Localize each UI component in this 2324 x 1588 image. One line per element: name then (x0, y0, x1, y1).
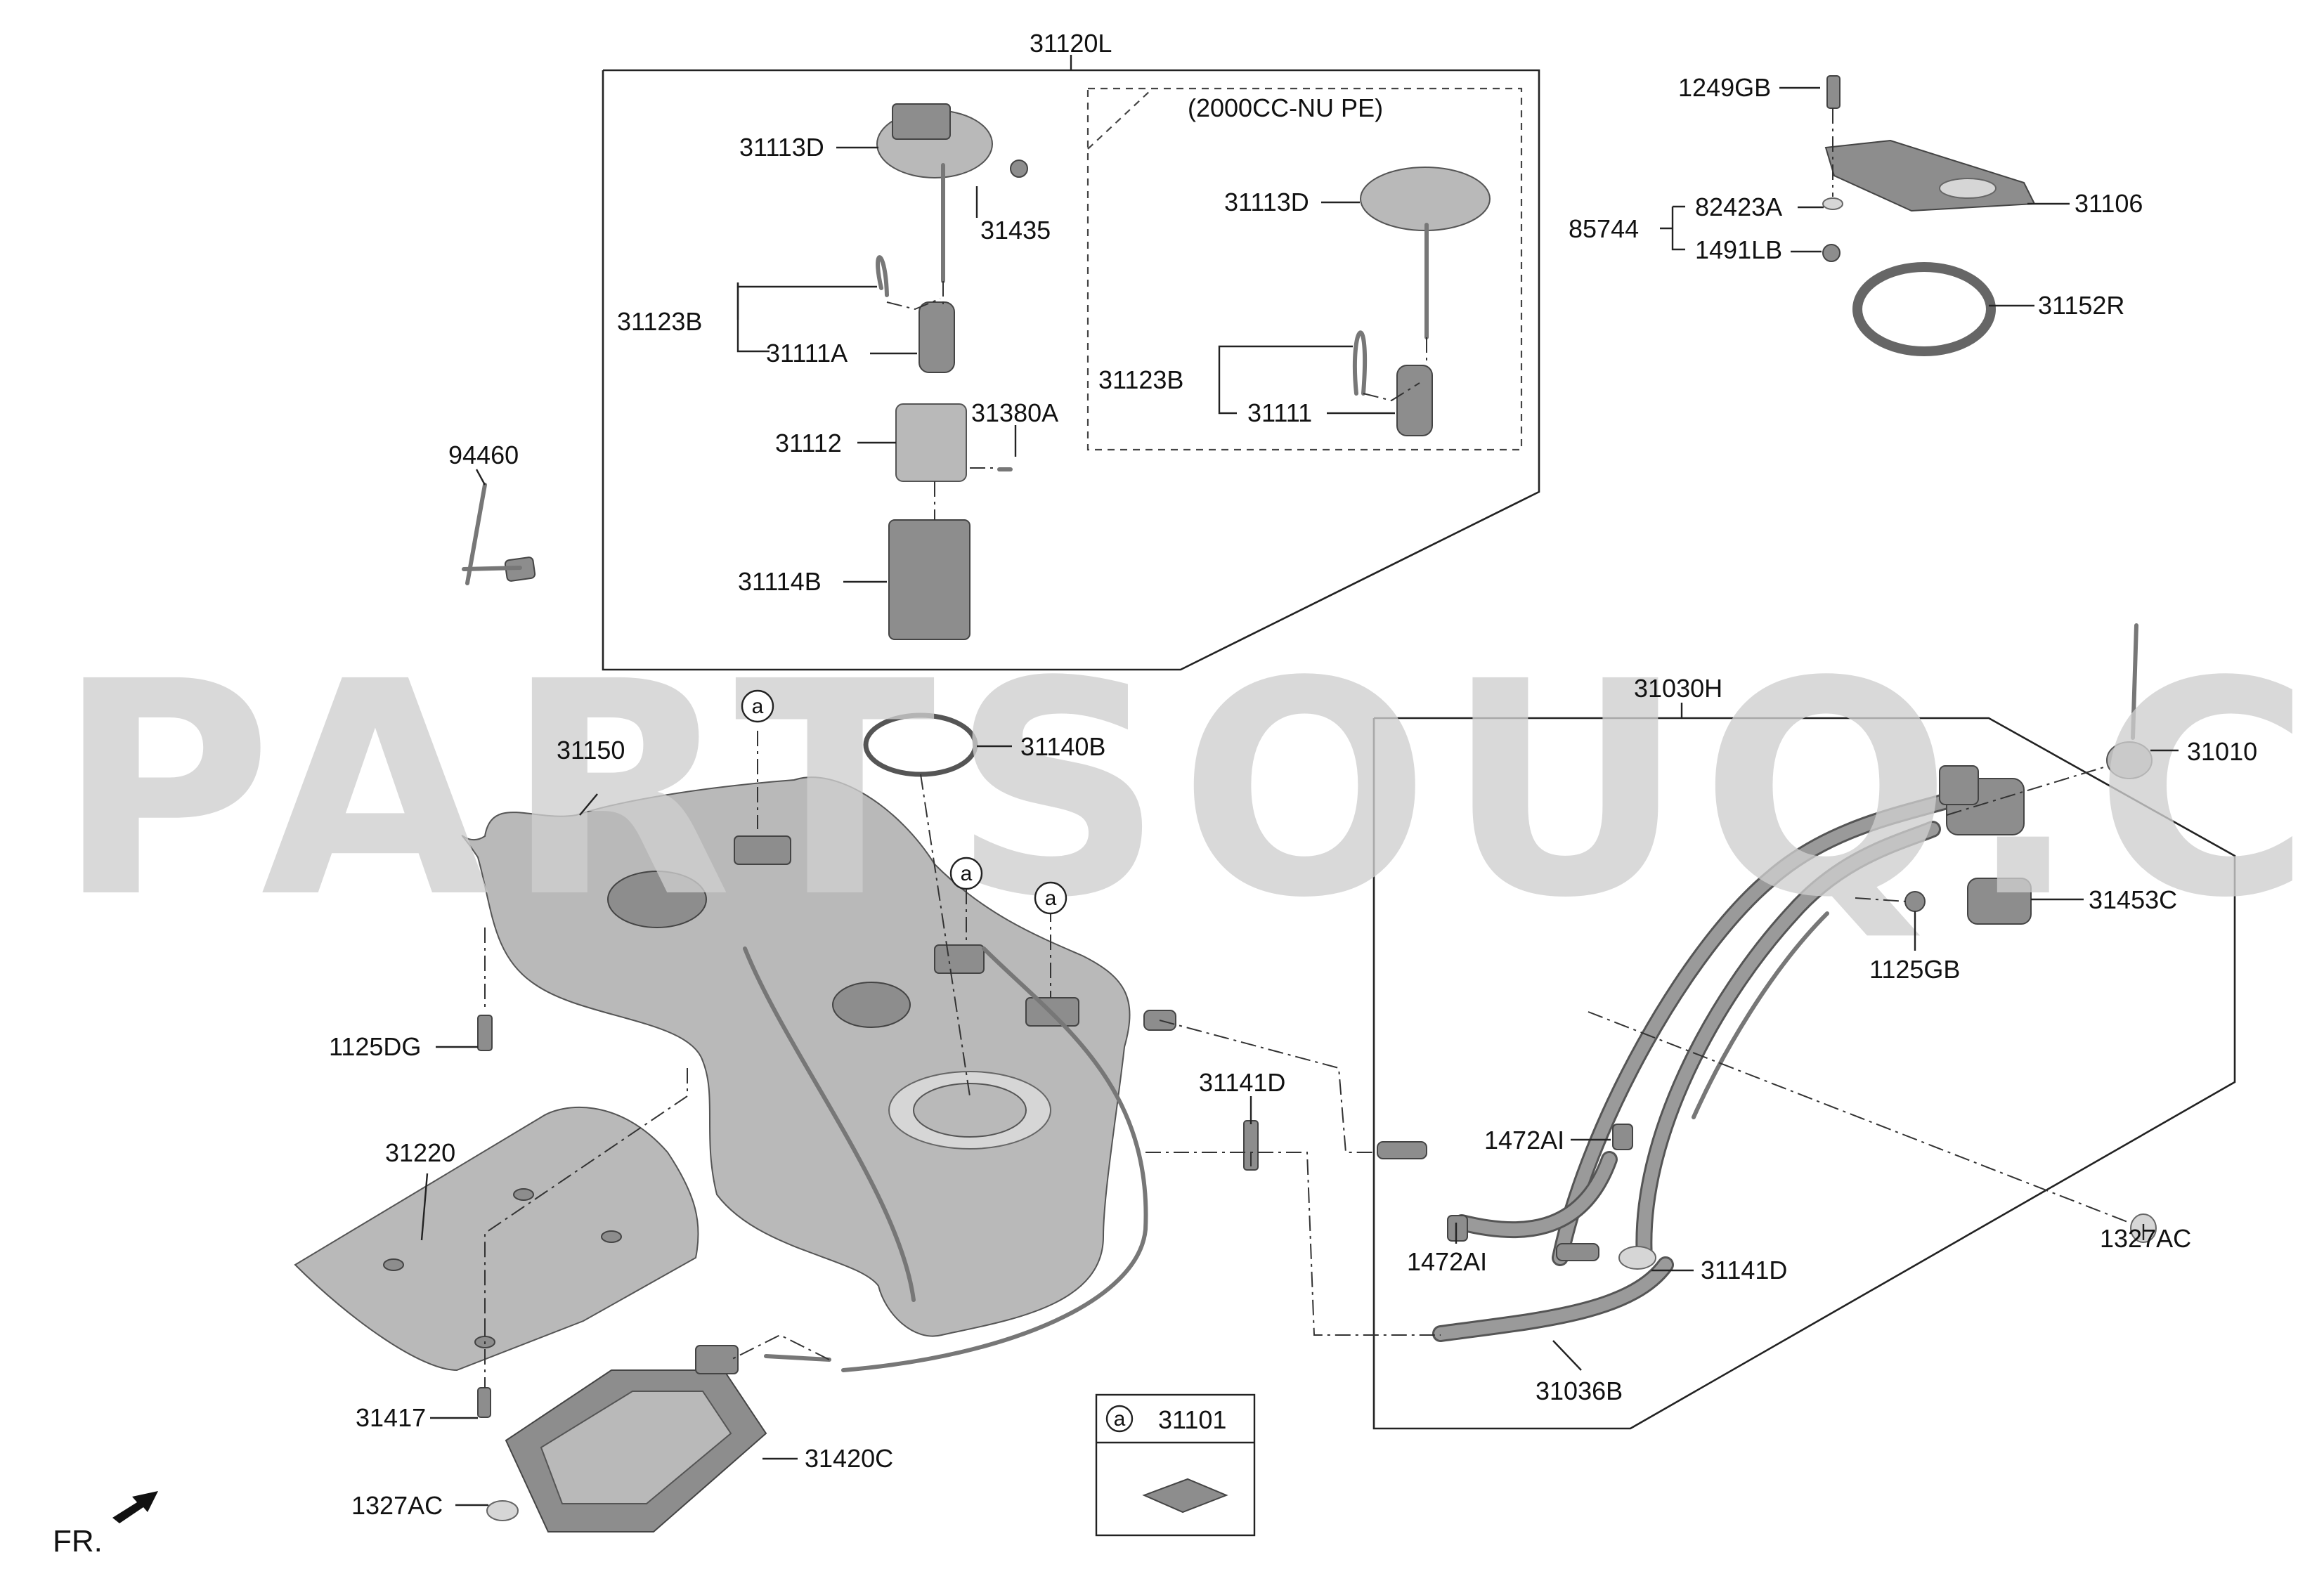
svg-text:a: a (1114, 1407, 1126, 1431)
leader-lines (420, 86, 2179, 1506)
legend-box-31101: a 31101 (1095, 1393, 1256, 1537)
pump-module-flange-a (876, 103, 1028, 283)
callout-31417: 31417 (356, 1403, 426, 1432)
callout-1491LB: 1491LB (1695, 235, 1782, 264)
callout-31113D-a: 31113D (739, 133, 824, 162)
svg-text:a: a (961, 862, 973, 885)
callout-31150: 31150 (557, 736, 625, 764)
callout-1327AC-b: 1327AC (351, 1491, 443, 1520)
callout-31152R: 31152R (2038, 291, 2124, 320)
pump-module-group (602, 55, 1540, 671)
ref-marker-a-3: a (1034, 881, 1067, 915)
callout-31106: 31106 (2075, 189, 2143, 218)
callout-31435: 31435 (980, 216, 1051, 245)
callout-1327AC-a: 1327AC (2100, 1224, 2191, 1253)
callout-31036B: 31036B (1536, 1377, 1623, 1405)
callout-1249GB: 1249GB (1678, 73, 1771, 102)
heat-shield-31220 (294, 1106, 699, 1372)
callout-31140B: 31140B (1020, 732, 1105, 761)
callout-31380A: 31380A (971, 398, 1058, 427)
svg-text:a: a (1045, 887, 1057, 910)
ref-marker-a-2: a (949, 857, 983, 890)
svg-text:a: a (752, 695, 764, 718)
callout-31101: 31101 (1158, 1405, 1226, 1434)
ref-marker-a-1: a (741, 689, 774, 723)
small-fasteners-top-right (1822, 75, 1843, 262)
callout-1472AI-b: 1472AI (1407, 1247, 1487, 1276)
front-arrow-icon (112, 1491, 158, 1523)
pump-module-pump-a (876, 255, 1013, 640)
hoses-31036B-1472AI (1143, 1010, 1674, 1342)
callout-31114B: 31114B (738, 567, 822, 596)
callout-31111A: 31111A (766, 339, 848, 367)
small-fasteners-left (477, 1015, 1259, 1521)
filler-neck-group (1372, 703, 2236, 1430)
callout-1472AI-a: 1472AI (1484, 1126, 1564, 1154)
canister-31420C (505, 1345, 831, 1532)
callout-labels: 31120L (2000CC-NU PE) 31113D 31435 31123… (329, 29, 2257, 1520)
pump-module-flange-b (1353, 167, 1491, 436)
callout-31010: 31010 (2187, 737, 2257, 766)
callout-31220: 31220 (385, 1138, 455, 1167)
callout-31123B-a: 31123B (617, 307, 702, 336)
watermark: PARTSOUQ.COM (56, 619, 2324, 963)
callout-82423A: 82423A (1695, 193, 1782, 221)
front-direction-indicator: FR. (53, 1491, 158, 1558)
callout-31030H: 31030H (1634, 674, 1722, 703)
callout-31123B-b: 31123B (1098, 365, 1183, 394)
front-label: FR. (53, 1524, 103, 1558)
callout-94460: 94460 (448, 441, 519, 469)
callout-1125GB: 1125GB (1869, 955, 1960, 984)
callout-31120L: 31120L (1030, 29, 1112, 58)
assembly-lines (484, 108, 2130, 1388)
callout-31141D-b: 31141D (1701, 1256, 1787, 1284)
callout-31141D-a: 31141D (1199, 1068, 1285, 1097)
access-cover-31106 (1824, 139, 2036, 212)
fuel-sender-94460 (462, 483, 536, 585)
callout-85744: 85744 (1569, 214, 1639, 243)
callout-31453C: 31453C (2089, 885, 2177, 914)
callout-2000cc-note: (2000CC-NU PE) (1188, 93, 1383, 122)
filler-neck-31030H (1552, 623, 2157, 1266)
fuel-tank-31150 (461, 776, 1148, 1372)
callout-1125DG: 1125DG (329, 1032, 421, 1061)
callout-31420C: 31420C (805, 1444, 893, 1473)
callout-31112: 31112 (775, 429, 842, 457)
callout-31113D-b: 31113D (1224, 188, 1309, 216)
lock-ring-31152R (1852, 262, 1996, 356)
callout-31111: 31111 (1247, 398, 1312, 427)
